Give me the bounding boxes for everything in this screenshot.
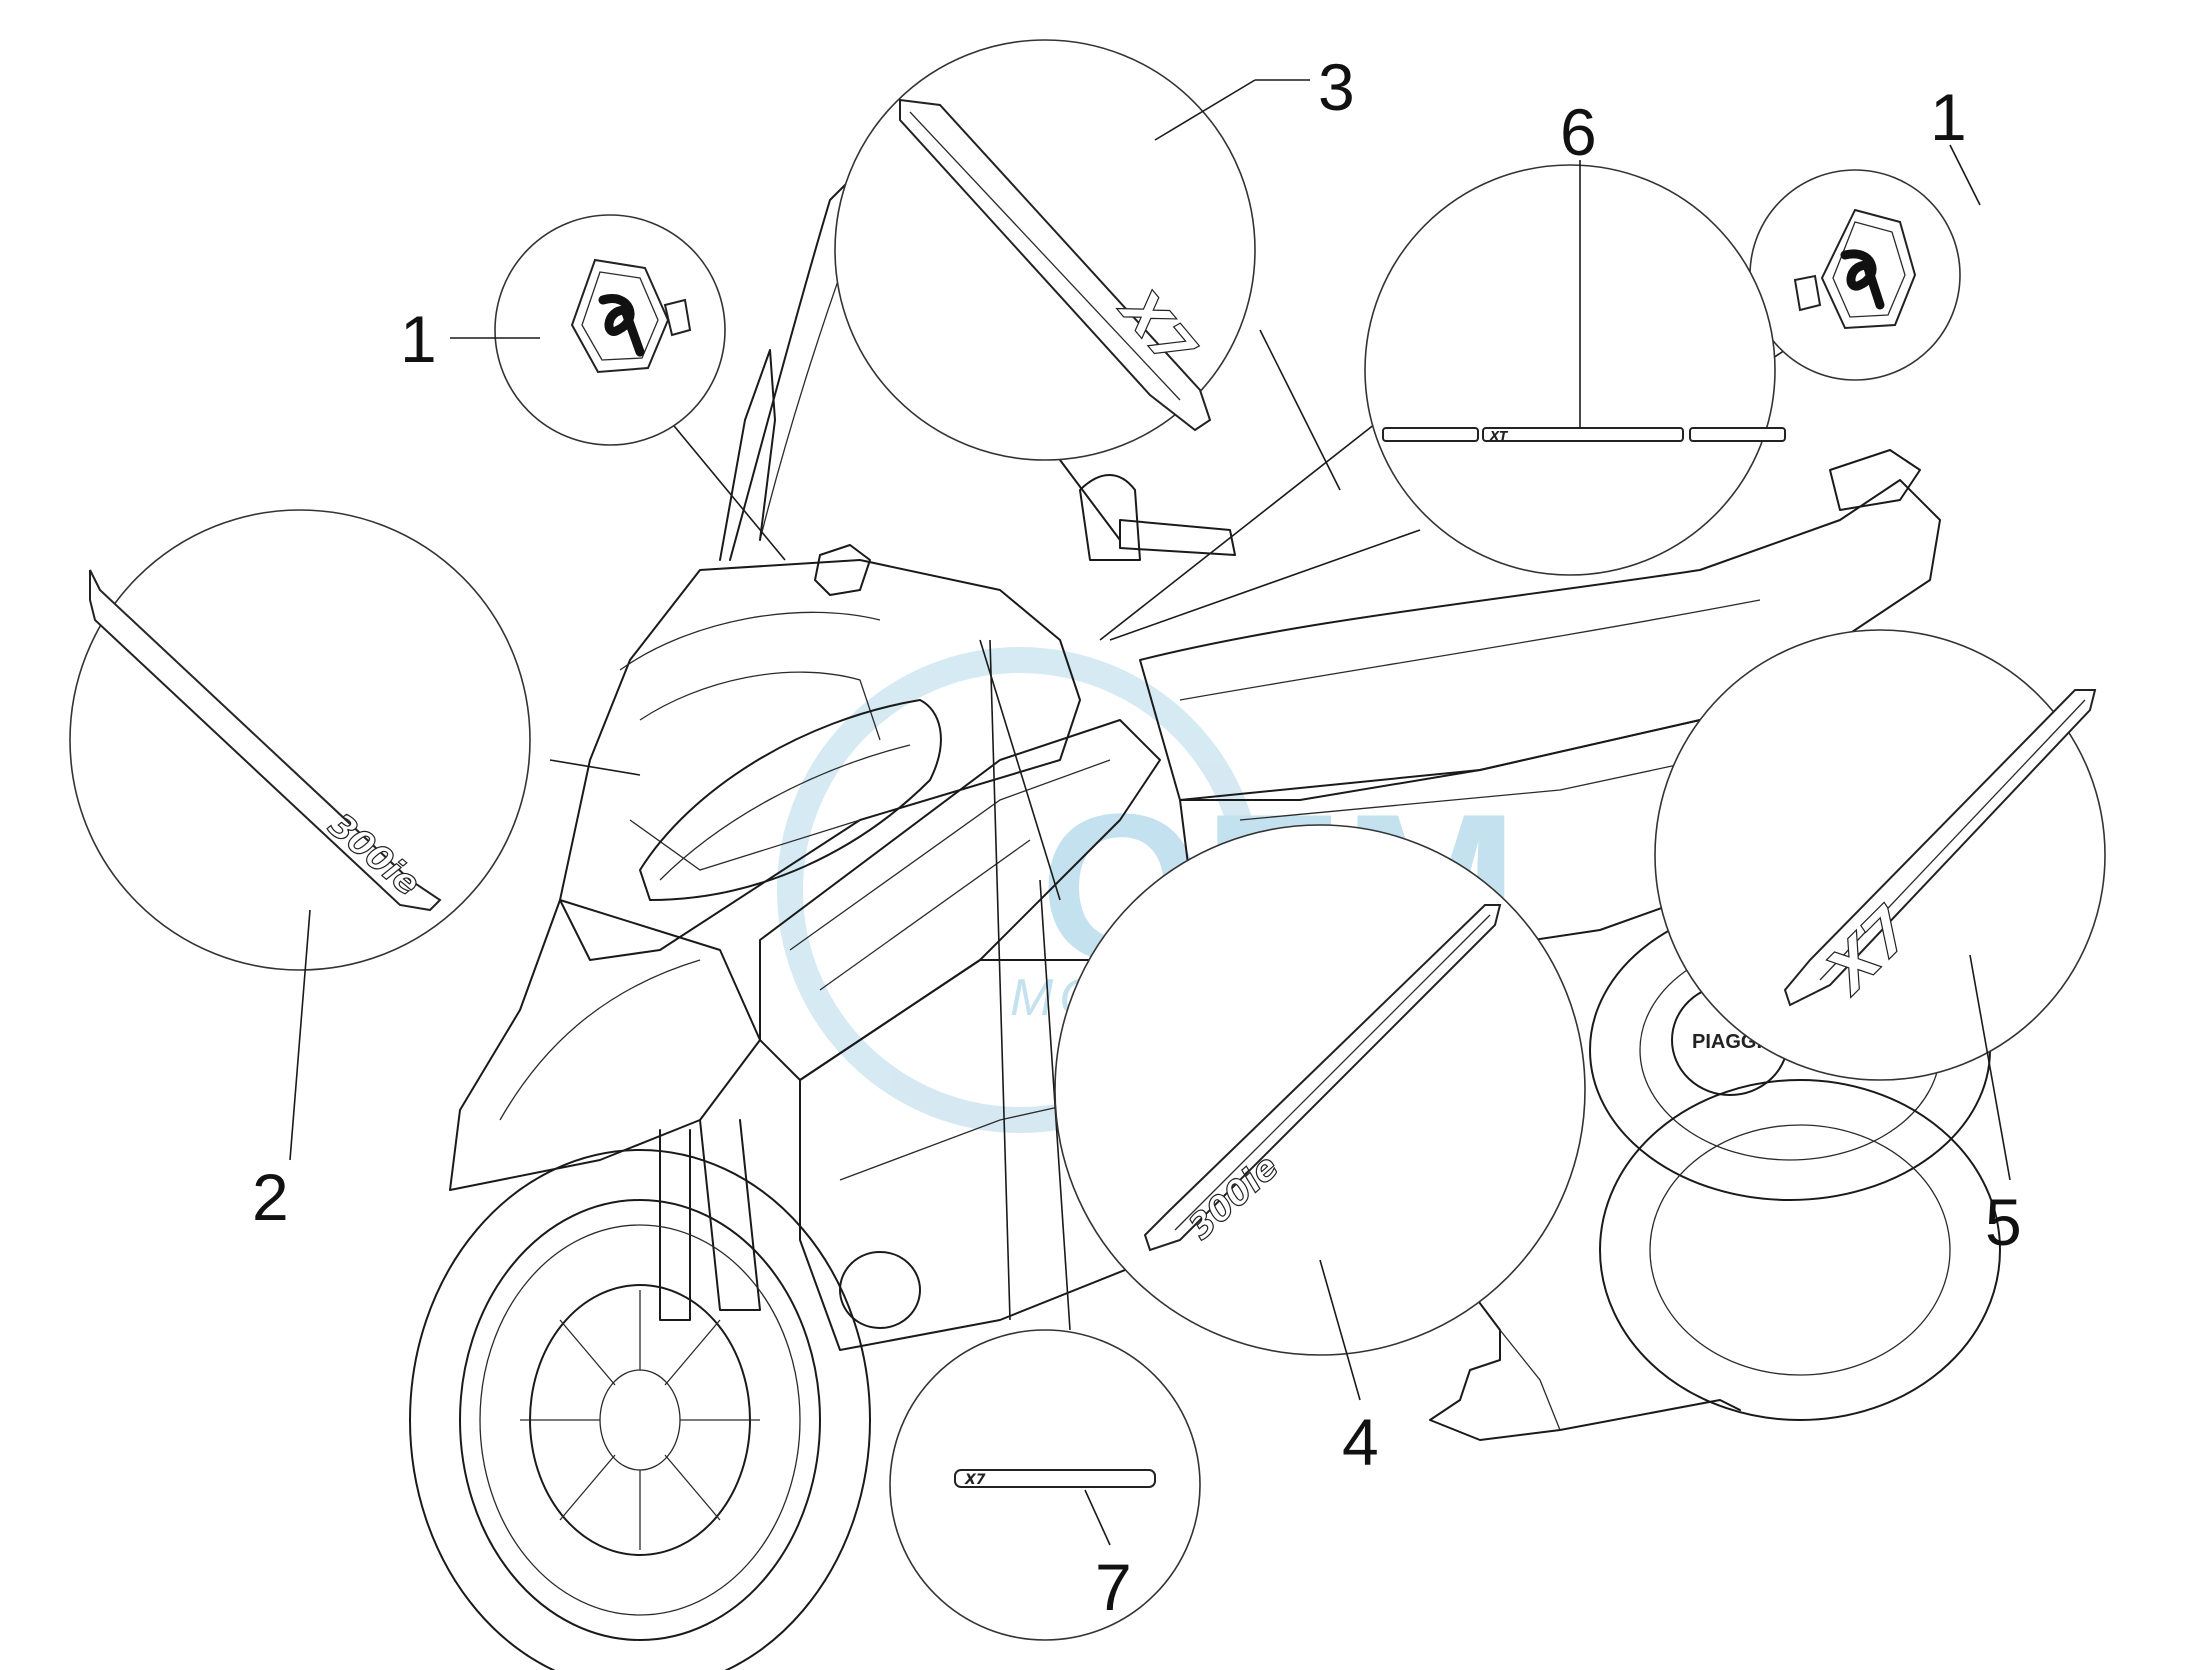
callout-4: 4: [1342, 1405, 1379, 1479]
detail-3: X7: [834, 39, 1256, 461]
decal-text-xt-6: XT: [1489, 429, 1508, 443]
detail-4: 300ie: [1054, 824, 1586, 1356]
strip-left: [1382, 427, 1479, 442]
detail-1-left: [494, 214, 726, 446]
badge-tab: [1793, 274, 1822, 312]
stripe-decal-300ie-large: [1143, 904, 1502, 1252]
detail-6: XT: [1364, 164, 1786, 576]
detail-2: 300ie: [69, 509, 531, 971]
callouts: 1 1 2 3 4 5 6 7: [252, 50, 2022, 1624]
stripe-decal-x7: [1783, 689, 2097, 1007]
callout-7: 7: [1095, 1550, 1132, 1624]
piaggio-mark-icon: [598, 294, 645, 357]
stripe-decal-xt: [899, 98, 1212, 432]
badge-tab: [663, 298, 692, 337]
strip-center: [1482, 427, 1684, 442]
callout-1-right: 1: [1930, 80, 1967, 154]
decal-text-x7-7: X7: [964, 1472, 986, 1488]
callout-2: 2: [252, 1160, 289, 1234]
strip-right: [1689, 427, 1786, 442]
callout-6: 6: [1560, 95, 1597, 169]
callout-leaders: [289, 79, 2011, 1546]
strip-x7: [954, 1469, 1156, 1488]
detail-7: X7: [889, 1329, 1201, 1641]
detail-5: X7: [1654, 629, 2106, 1081]
piaggio-mark-icon: [1840, 249, 1885, 310]
detail-1-right: [1749, 169, 1961, 381]
callout-1-left: 1: [400, 302, 437, 376]
callout-3: 3: [1318, 50, 1355, 124]
callout-5: 5: [1985, 1185, 2022, 1259]
